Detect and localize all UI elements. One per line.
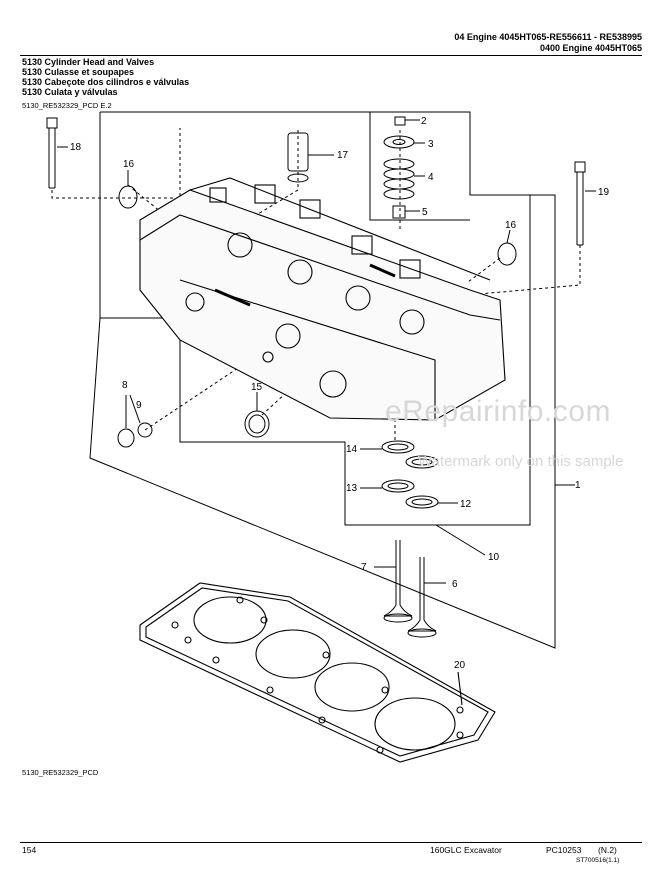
oring-9 [129,394,153,438]
header-line-1: 04 Engine 4045HT065-RE556611 - RE538995 [454,32,642,42]
ring-14 [360,440,415,454]
leader-10 [435,524,486,556]
cylinder-head [139,177,506,421]
ring-12 [405,495,458,509]
callout-12: 12 [460,499,472,510]
watermark-sub: Watermark only on this sample [418,453,624,470]
callout-7: 7 [361,562,367,573]
figure-ref-bottom: 5130_RE532329_PCD [22,768,99,777]
watermark-main: eRepairinfo.com [385,395,611,428]
callout-17: 17 [337,150,349,161]
seal-15 [244,392,270,438]
valve-keeper-2 [394,116,420,126]
callout-8: 8 [122,380,128,391]
callout-10: 10 [488,552,500,563]
callout-3: 3 [428,139,434,150]
callout-19: 19 [598,187,610,198]
sleeve-17 [287,132,334,183]
callout-1: 1 [575,480,581,491]
title-es: 5130 Culata y válvulas [22,87,118,97]
title-fr: 5130 Culasse et soupapes [22,67,135,77]
section-titles: 5130 Cylinder Head and Valves 5130 Culas… [22,57,189,97]
callout-16-right: 16 [505,220,517,231]
callout-18: 18 [70,142,82,153]
callout-16-left: 16 [123,159,135,170]
plug-16-left [118,185,138,209]
callout-13: 13 [346,483,358,494]
footer-rule [20,842,642,843]
spring-4 [383,158,425,200]
bolt-18 [46,117,68,189]
document-code: ST700516(1.1) [576,857,620,864]
plug-16-right [497,242,517,266]
valve-6 [407,557,446,638]
callout-labels: 1 2 3 4 5 6 7 8 9 10 12 13 14 15 16 16 1… [70,116,610,671]
seal-5 [392,205,420,219]
callout-15: 15 [251,382,263,393]
header-line-2: 0400 Engine 4045HT065 [539,43,642,53]
revision: (N.2) [598,845,617,855]
callout-6: 6 [452,579,458,590]
callout-14: 14 [346,444,358,455]
title-pt: 5130 Cabeçote dos cilindros e válvulas [22,77,190,87]
frame-outline [89,111,556,649]
pc-number: PC10253 [546,845,582,855]
callout-5: 5 [422,207,428,218]
callout-2: 2 [421,116,427,127]
figure-ref-top: 5130_RE532329_PCD E.2 [22,101,112,110]
callout-9: 9 [136,400,142,411]
callout-20: 20 [454,660,466,671]
bolt-19 [574,161,596,246]
ring-13 [360,479,415,493]
valve-7 [374,540,413,623]
retainer-3 [383,135,425,149]
callout-4: 4 [428,172,434,183]
model-name: 160GLC Excavator [430,845,502,855]
page-number: 154 [22,845,37,855]
header-rule [20,55,642,56]
head-gasket-20 [139,582,496,763]
ring-11 [405,455,439,469]
title-en: 5130 Cylinder Head and Valves [22,57,155,67]
plug-8 [117,395,135,448]
frame-top [369,112,470,221]
